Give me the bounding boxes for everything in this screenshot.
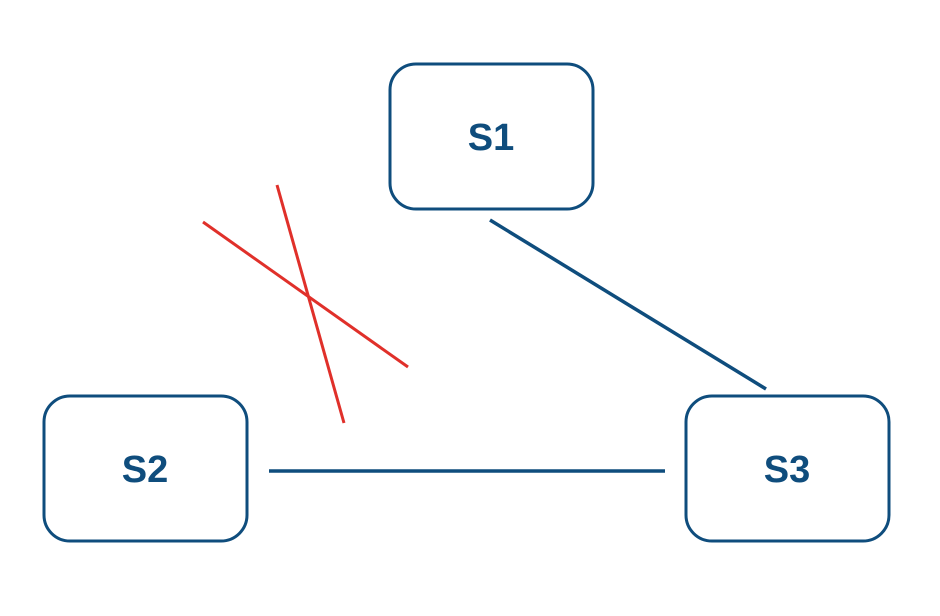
edge-s1-s3 — [489, 218, 767, 391]
node-s2-label: S2 — [122, 449, 168, 491]
node-s1: S1 — [388, 62, 595, 211]
node-s3-label: S3 — [764, 449, 810, 491]
cross-stroke-1 — [202, 220, 409, 369]
node-s3-box — [684, 394, 891, 543]
node-s1-box — [388, 62, 595, 211]
node-s2-box — [42, 394, 249, 543]
cross-stroke-2 — [275, 184, 346, 424]
node-s3: S3 — [684, 394, 891, 543]
node-s1-label: S1 — [468, 117, 514, 159]
node-s2: S2 — [42, 394, 249, 543]
broken-link-cross-icon — [202, 184, 409, 424]
